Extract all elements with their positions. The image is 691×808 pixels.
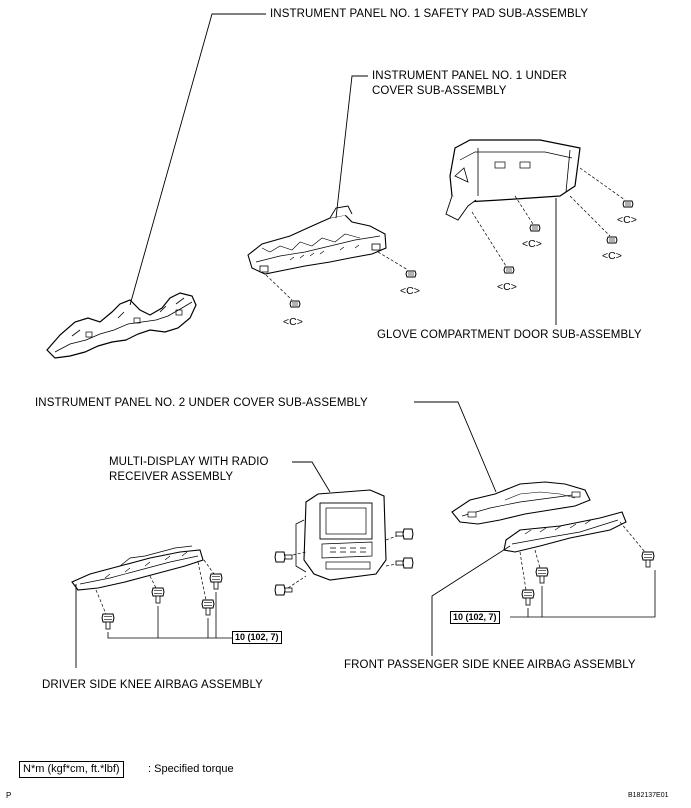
figure-code: B182137E01 xyxy=(628,792,669,799)
label-under-cover-2: INSTRUMENT PANEL NO. 2 UNDER COVER SUB-A… xyxy=(35,397,368,409)
safety-pad-part xyxy=(46,292,197,359)
bolt-icon xyxy=(209,573,223,590)
label-under-cover-1-line2: COVER SUB-ASSEMBLY xyxy=(372,85,507,97)
torque-legend-box: N*m (kgf*cm, ft.*lbf) xyxy=(19,761,124,778)
multi-display-part xyxy=(295,489,387,581)
clip-label: <C> xyxy=(400,285,420,297)
clip-label: <C> xyxy=(283,316,303,328)
clip-label: <C> xyxy=(497,281,517,293)
under-cover-1-part xyxy=(247,205,387,275)
under-cover-2-part xyxy=(451,481,591,525)
clip-label: <C> xyxy=(522,238,542,250)
label-under-cover-1-line1: INSTRUMENT PANEL NO. 1 UNDER xyxy=(372,70,567,82)
bolt-icon xyxy=(274,551,293,563)
bolt-icon xyxy=(535,567,549,584)
bolt-icon xyxy=(521,589,535,606)
bolt-icon xyxy=(641,551,655,568)
clip-icon xyxy=(405,270,417,278)
clip-icon xyxy=(622,200,634,208)
label-safety-pad: INSTRUMENT PANEL NO. 1 SAFETY PAD SUB-AS… xyxy=(270,8,589,20)
bolt-icon xyxy=(274,584,293,596)
torque-legend-text: : Specified torque xyxy=(148,763,234,775)
label-multi-display-line2: RECEIVER ASSEMBLY xyxy=(109,471,234,483)
label-driver-airbag: DRIVER SIDE KNEE AIRBAG ASSEMBLY xyxy=(42,679,263,691)
passenger-airbag-part xyxy=(503,511,627,553)
clip-icon xyxy=(289,300,301,308)
label-passenger-airbag: FRONT PASSENGER SIDE KNEE AIRBAG ASSEMBL… xyxy=(344,659,636,671)
label-multi-display-line1: MULTI-DISPLAY WITH RADIO xyxy=(109,456,269,468)
clip-icon xyxy=(529,224,541,232)
label-glove-door: GLOVE COMPARTMENT DOOR SUB-ASSEMBLY xyxy=(377,329,642,341)
clip-label: <C> xyxy=(602,250,622,262)
bolt-icon xyxy=(395,528,414,540)
clip-label: <C> xyxy=(617,214,637,226)
footer-left-mark: P xyxy=(6,791,12,800)
bolt-icon xyxy=(151,587,165,604)
torque-spec-passenger: 10 (102, 7) xyxy=(450,611,500,624)
torque-spec-driver: 10 (102, 7) xyxy=(232,631,282,644)
driver-airbag-part xyxy=(71,545,204,591)
glove-door-part xyxy=(445,139,581,221)
bolt-icon xyxy=(201,599,215,616)
bolt-icon xyxy=(395,557,414,569)
bolt-icon xyxy=(101,613,115,630)
clip-icon xyxy=(606,236,618,244)
clip-icon xyxy=(503,266,515,274)
